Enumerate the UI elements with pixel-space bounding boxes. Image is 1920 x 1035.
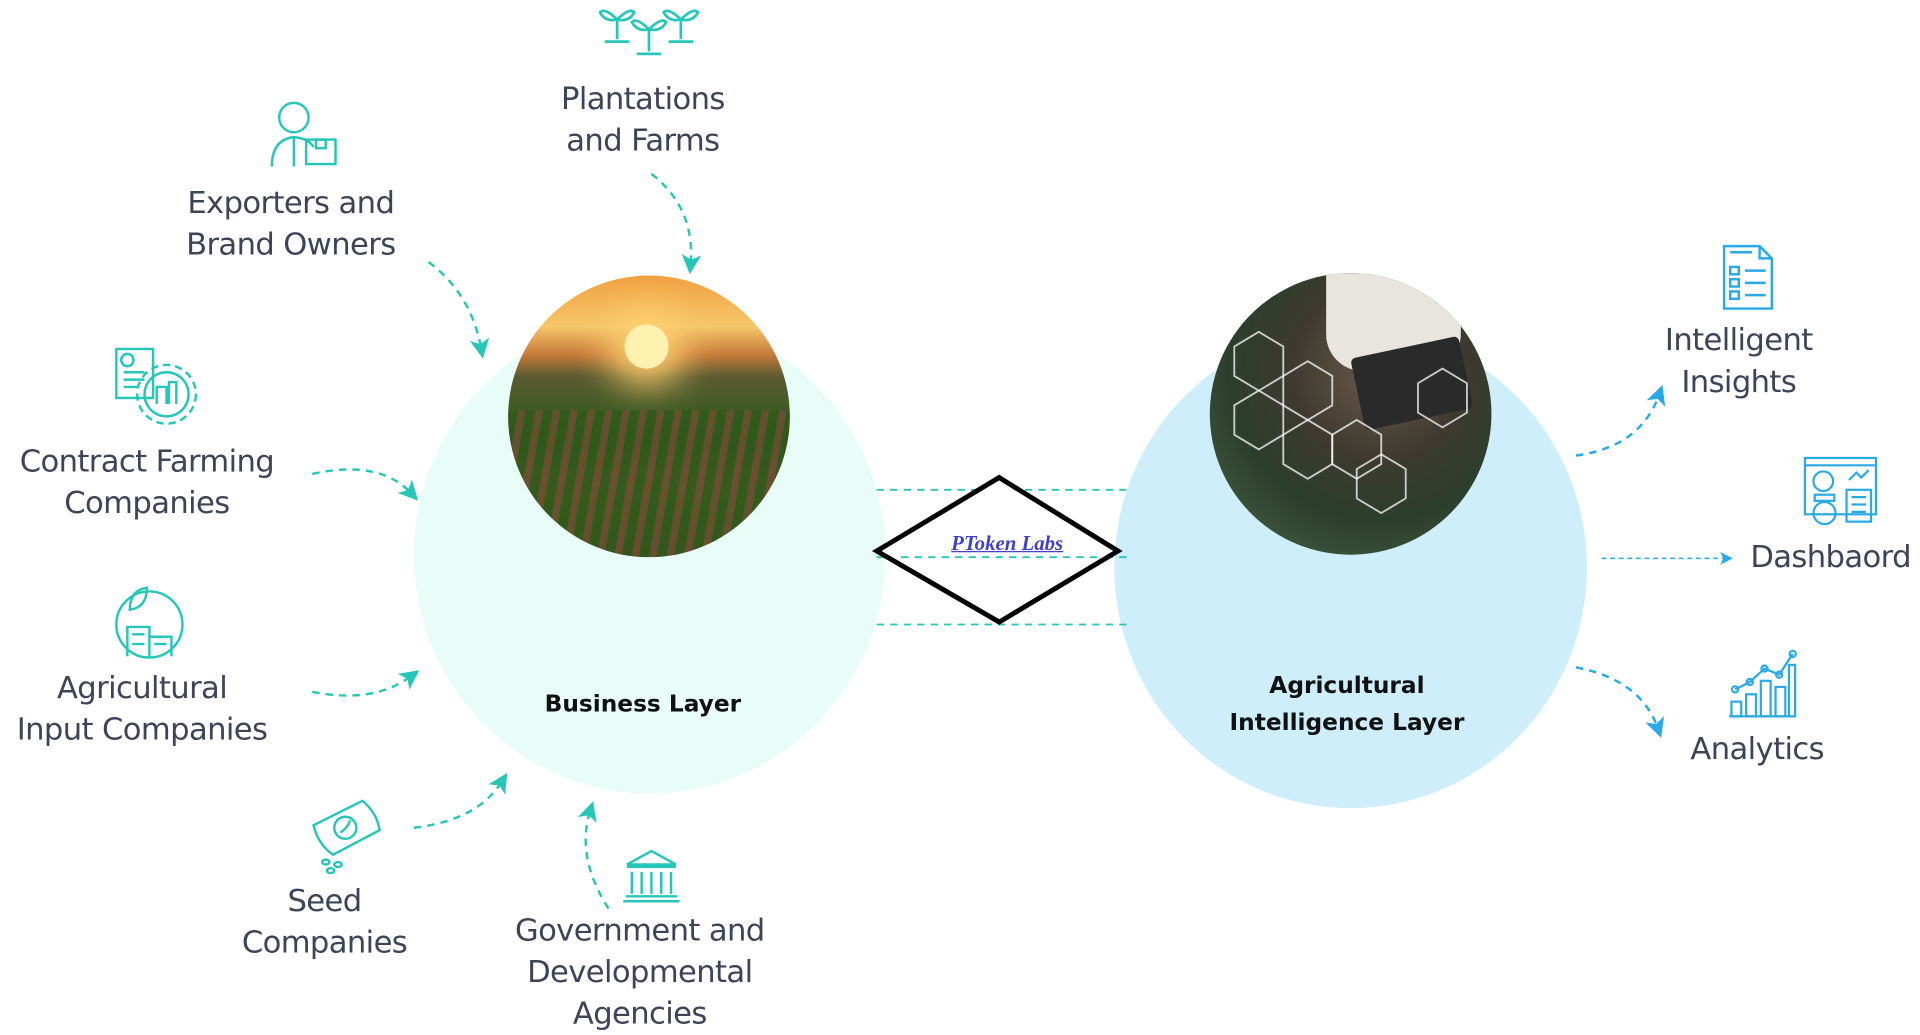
label-line: Agencies <box>572 995 707 1032</box>
analytics-chart-icon <box>1728 649 1797 718</box>
arrow-agri-input <box>312 670 420 697</box>
ptoken-labs-link[interactable]: PToken Labs <box>951 531 1064 555</box>
intelligence-layer-title-line1: Agricultural <box>1269 672 1425 700</box>
arrow-exporters <box>427 261 490 359</box>
label-line: Agricultural <box>56 669 228 706</box>
seed-packet-icon <box>312 799 381 875</box>
label-line: Input Companies <box>16 711 268 747</box>
label-line: Companies <box>241 924 408 961</box>
label-line: Intelligent <box>1664 322 1813 358</box>
plant-sprouts-icon <box>598 9 700 56</box>
arrow-insights <box>1575 385 1666 457</box>
label-line: Analytics <box>1690 731 1824 767</box>
dashboard-icon <box>1803 456 1878 526</box>
arrow-government <box>577 801 610 910</box>
government-building-icon <box>623 849 680 903</box>
contract-gear-icon <box>115 347 198 425</box>
exporter-person-icon <box>270 101 337 167</box>
farmer-tablet-photo <box>1209 273 1492 555</box>
label-line: Dashbaord <box>1750 538 1911 575</box>
label-line: Insights <box>1681 363 1797 400</box>
label-line: Contract Farming <box>19 443 275 479</box>
label-plantations: Plantations and Farms <box>514 78 771 161</box>
label-line: Exporters and <box>187 184 395 221</box>
business-layer-title: Business Layer <box>544 690 742 718</box>
label-line: Brand Owners <box>186 226 396 263</box>
agri-building-icon <box>115 586 184 659</box>
vineyard-photo <box>508 275 790 558</box>
label-line: Developmental <box>527 953 753 990</box>
intelligence-layer-title-line2: Intelligence Layer <box>1229 708 1465 736</box>
label-line: and Farms <box>566 122 720 158</box>
label-line: Companies <box>64 484 230 521</box>
label-line: Plantations <box>560 80 725 117</box>
label-dashboard: Dashbaord <box>1741 536 1920 578</box>
arrow-contract <box>311 468 419 501</box>
report-document-icon <box>1722 244 1774 310</box>
label-line: Government and <box>514 912 765 948</box>
label-line: Seed <box>287 882 362 919</box>
center-diamond <box>871 474 1123 625</box>
label-analytics: Analytics <box>1659 729 1855 771</box>
arrow-seed <box>413 772 508 829</box>
arrow-analytics <box>1575 666 1664 738</box>
arrow-plantations <box>650 172 702 275</box>
